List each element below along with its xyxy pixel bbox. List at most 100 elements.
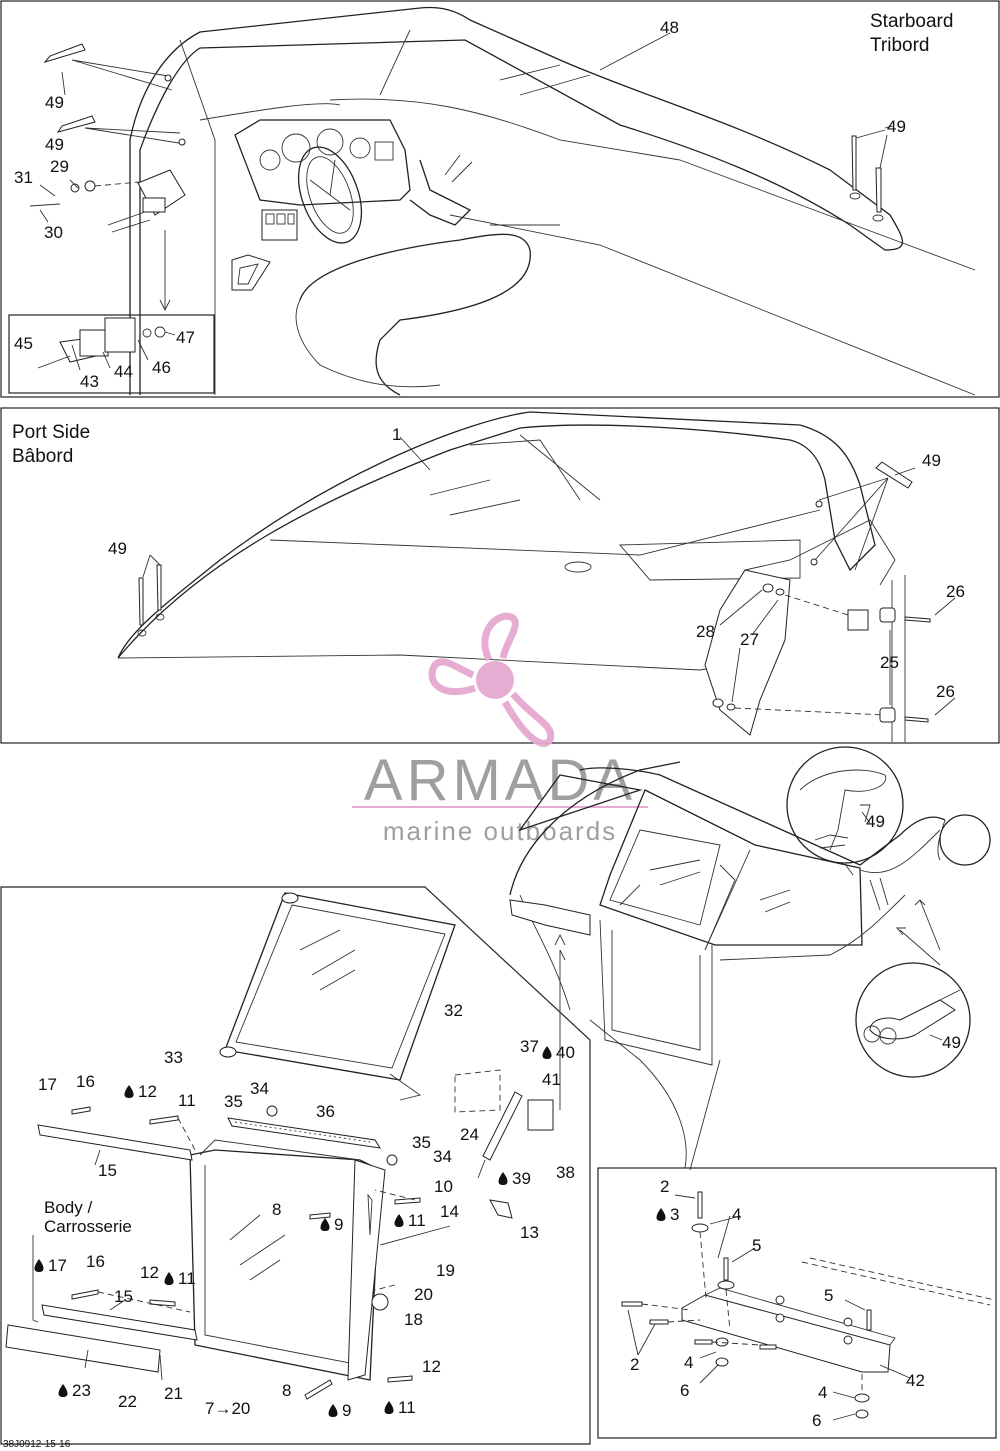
ref-parts-7-20: 7→20 xyxy=(205,1399,250,1418)
mounting-bracket-42 xyxy=(681,1287,896,1373)
callout-frame-18: 18 xyxy=(404,1310,423,1329)
gas-strut-24 xyxy=(454,1069,554,1219)
callout-bracket-6: 6 xyxy=(680,1381,689,1400)
callout-frame-17: 17 xyxy=(38,1075,57,1094)
callout-frame-12: 12 xyxy=(422,1357,441,1376)
drawing-code: 38J0912-15-16 xyxy=(3,1439,71,1450)
callout-frame-9: 9 xyxy=(342,1401,351,1420)
steering-wheel xyxy=(297,146,363,244)
screw-49-port-left xyxy=(137,554,165,637)
callout-starboard-47: 47 xyxy=(176,328,195,347)
callout-frame-11: 11 xyxy=(408,1211,426,1230)
callout-frame-32: 32 xyxy=(444,1001,463,1020)
callout-frame-23: 23 xyxy=(72,1381,91,1400)
callout-frame-37: 37 xyxy=(520,1037,539,1056)
detail-circle-seal xyxy=(855,962,971,1078)
callout-port-25: 25 xyxy=(880,653,899,672)
switch-panel xyxy=(231,209,298,291)
callout-frame-35: 35 xyxy=(412,1133,431,1152)
callout-bracket-4: 4 xyxy=(818,1383,827,1402)
callout-frame-11: 11 xyxy=(178,1091,196,1110)
throttle-lever xyxy=(409,154,473,226)
callout-starboard-44: 44 xyxy=(114,362,133,381)
callout-starboard-49: 49 xyxy=(45,135,64,154)
starboard-inset xyxy=(8,314,215,394)
callouts-port: 1 49 49 26 26 25 27 28 xyxy=(108,425,965,701)
callout-overview-49: 49 xyxy=(866,812,885,831)
callout-starboard-45: 45 xyxy=(14,334,33,353)
lower-frame-panel xyxy=(189,1139,386,1381)
callout-frame-41: 41 xyxy=(542,1070,561,1089)
callout-frame-17: 17 xyxy=(48,1256,67,1275)
callout-frame-13: 13 xyxy=(520,1223,539,1242)
sealant-drop-icon xyxy=(542,1046,552,1059)
screw-49-port-right xyxy=(814,461,913,571)
callout-frame-24: 24 xyxy=(460,1125,479,1144)
windshield-overview xyxy=(509,746,991,1110)
callout-frame-11: 11 xyxy=(178,1269,196,1288)
sealant-drop-icon xyxy=(164,1272,174,1285)
callout-frame-20: 20 xyxy=(414,1285,433,1304)
callout-starboard-46: 46 xyxy=(152,358,171,377)
callout-overview-49: 49 xyxy=(942,1033,961,1052)
windshield-frame-port xyxy=(117,411,906,742)
callout-bracket-4: 4 xyxy=(684,1353,693,1372)
sealant-drop-icon xyxy=(124,1085,134,1098)
small-hardware xyxy=(71,1105,421,1400)
bracket-detail-panel xyxy=(589,1019,997,1439)
callout-starboard-43: 43 xyxy=(80,372,99,391)
callout-frame-35: 35 xyxy=(224,1092,243,1111)
callout-frame-14: 14 xyxy=(440,1202,459,1221)
callout-frame-15: 15 xyxy=(114,1287,133,1306)
port-panel: Port Side Bâbord xyxy=(0,407,1000,744)
callout-bracket-6: 6 xyxy=(812,1411,821,1430)
callout-frame-40: 40 xyxy=(556,1043,575,1062)
callout-starboard-31: 31 xyxy=(14,168,33,187)
port-title-fr: Bâbord xyxy=(12,446,73,467)
sealant-drop-icon xyxy=(34,1259,44,1272)
callout-frame-21: 21 xyxy=(164,1384,183,1403)
dashboard-console xyxy=(234,119,411,206)
driver-seat xyxy=(295,214,976,396)
detail-circle-top xyxy=(786,746,904,864)
starboard-panel: Starboard Tribord xyxy=(0,0,1000,398)
callout-port-27: 27 xyxy=(740,630,759,649)
callout-bracket-5: 5 xyxy=(824,1286,833,1305)
sealant-drop-icon xyxy=(498,1172,508,1185)
callout-frame-39: 39 xyxy=(512,1169,531,1188)
callout-frame-36: 36 xyxy=(316,1102,335,1121)
starboard-panel-frame xyxy=(0,0,1000,398)
callout-frame-34: 34 xyxy=(433,1147,452,1166)
callout-starboard-29: 29 xyxy=(50,157,69,176)
callout-bracket-42: 42 xyxy=(906,1371,925,1390)
frame-assembly-panel: Body / Carrosserie 7→20 xyxy=(0,886,591,1445)
strip-21 xyxy=(5,1324,161,1373)
screw-49-right xyxy=(849,129,888,222)
callout-port-49: 49 xyxy=(108,539,127,558)
sealant-drop-icon xyxy=(394,1214,404,1227)
callout-bracket-4: 4 xyxy=(732,1205,741,1224)
callout-frame-10: 10 xyxy=(434,1177,453,1196)
sealant-drop-icon xyxy=(58,1384,68,1397)
upper-glass-panel xyxy=(219,892,456,1081)
callout-port-28: 28 xyxy=(696,622,715,641)
callout-frame-16: 16 xyxy=(76,1072,95,1091)
callout-port-1: 1 xyxy=(392,425,401,444)
starboard-title: Starboard xyxy=(870,11,953,32)
windshield-frame-starboard xyxy=(129,6,976,395)
callout-frame-11: 11 xyxy=(398,1398,416,1417)
sealant-drop-icon xyxy=(656,1208,666,1221)
callout-port-49: 49 xyxy=(922,451,941,470)
callout-bracket-2: 2 xyxy=(660,1177,669,1196)
callout-frame-9: 9 xyxy=(334,1215,343,1234)
callout-frame-15: 15 xyxy=(98,1161,117,1180)
body-label: Body / xyxy=(44,1198,92,1217)
callout-port-26: 26 xyxy=(946,582,965,601)
callout-port-26: 26 xyxy=(936,682,955,701)
callout-frame-12: 12 xyxy=(140,1263,159,1282)
